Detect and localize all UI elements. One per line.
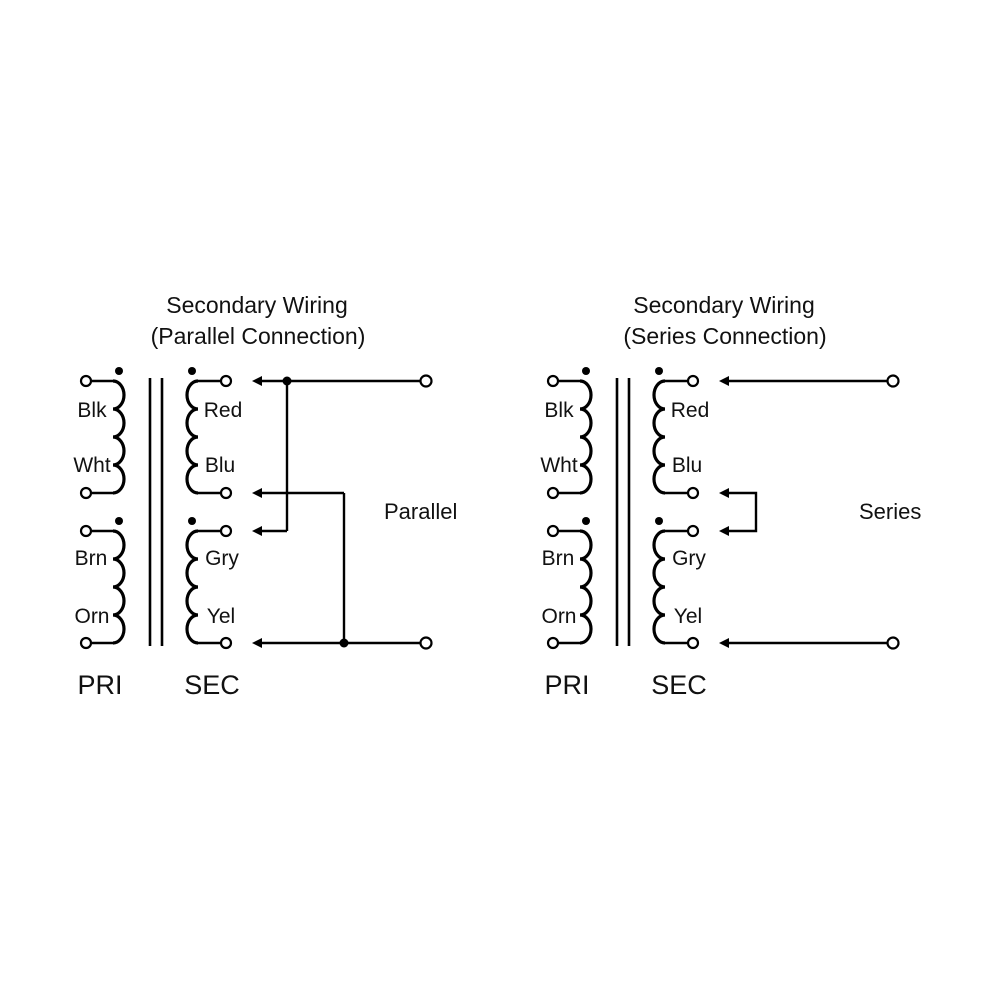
secondary-caption: SEC [184,670,240,700]
polarity-dot [655,517,663,525]
arrow-head [252,488,262,498]
wire-label-blu: Blu [672,454,702,477]
wire-label-gry: Gry [672,547,706,570]
primary-caption: PRI [544,670,589,700]
wire-label-yel: Yel [207,605,235,628]
secondary-winding-1 [652,367,700,500]
primary-winding-2 [79,517,126,650]
connection-mode-label: Parallel [384,499,457,524]
wire-label-gry: Gry [205,547,239,570]
diagram-title-line1: Secondary Wiring [633,292,815,318]
secondary-caption: SEC [651,670,707,700]
arrow-head [252,526,262,536]
wire-label-brn: Brn [542,547,575,570]
wire-label-blk: Blk [544,399,574,422]
parallel-wiring [252,374,433,650]
connection-mode-label: Series [859,499,921,524]
diagram-title-line2: (Parallel Connection) [151,323,366,349]
arrow-head [719,376,729,386]
terminal [686,636,700,650]
terminal [686,524,700,538]
secondary-winding-1 [185,367,233,500]
secondary-winding-2 [652,517,700,650]
junction-dot [282,376,292,386]
wire-label-wht: Wht [73,454,111,477]
polarity-dot [188,517,196,525]
wire-label-brn: Brn [75,547,108,570]
terminal [219,486,233,500]
terminal [79,486,93,500]
arrow-head [719,526,729,536]
terminal [219,374,233,388]
secondary-winding-2 [185,517,233,650]
primary-winding-1 [79,367,126,500]
arrow-head [719,638,729,648]
wire-label-orn: Orn [74,605,109,628]
primary-caption: PRI [77,670,122,700]
wire-label-red: Red [204,399,243,422]
wire-label-yel: Yel [674,605,702,628]
terminal [79,374,93,388]
parallel-diagram: Secondary Wiring (Parallel Connection) [73,292,457,700]
polarity-dot [115,367,123,375]
terminal [219,524,233,538]
terminal [79,524,93,538]
series-wiring [719,374,900,650]
polarity-dot [115,517,123,525]
primary-winding-1 [546,367,593,500]
terminal [546,486,560,500]
wire-label-red: Red [671,399,710,422]
wire-label-blk: Blk [77,399,107,422]
polarity-dot [582,517,590,525]
series-diagram: Secondary Wiring (Series Connection) [540,292,921,700]
terminal [686,486,700,500]
output-terminal [886,636,900,650]
output-terminal [886,374,900,388]
arrow-head [719,488,729,498]
terminal [546,636,560,650]
arrow-head [252,638,262,648]
terminal [546,524,560,538]
polarity-dot [188,367,196,375]
primary-winding-2 [546,517,593,650]
wire-label-orn: Orn [541,605,576,628]
terminal [546,374,560,388]
polarity-dot [582,367,590,375]
wire-label-blu: Blu [205,454,235,477]
junction-dot [339,638,349,648]
output-terminal [419,374,433,388]
wire-label-wht: Wht [540,454,578,477]
arrow-head [252,376,262,386]
diagram-title-line1: Secondary Wiring [166,292,348,318]
terminal [686,374,700,388]
output-terminal [419,636,433,650]
terminal [79,636,93,650]
diagram-title-line2: (Series Connection) [623,323,826,349]
polarity-dot [655,367,663,375]
terminal [219,636,233,650]
